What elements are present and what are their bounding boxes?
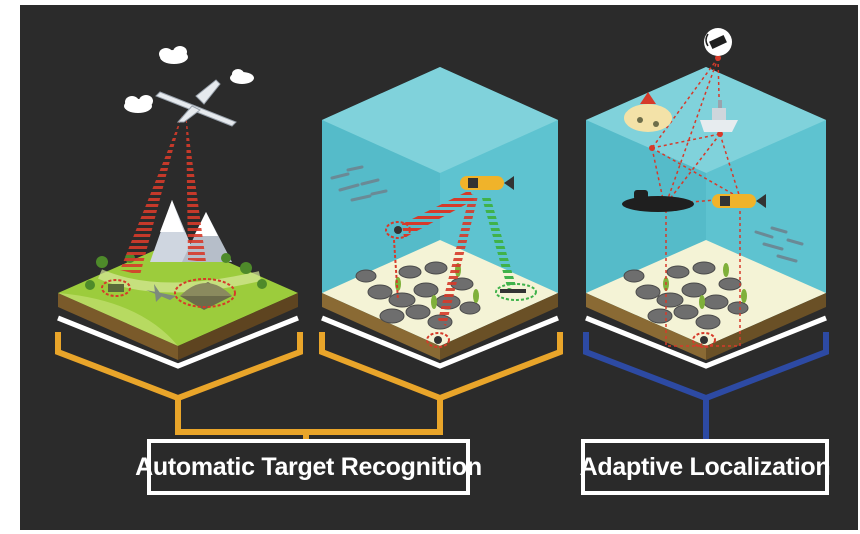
auv-icon [460,176,514,190]
seaweed-icon [663,263,747,309]
drone-icon [155,79,237,127]
target-vehicle-icon [101,279,131,297]
drone-beam [120,115,206,275]
label-automatic-target-recognition: Automatic Target Recognition [135,439,482,495]
connector-right-white [585,315,827,369]
connector-left-white [57,315,559,369]
fish-school-icon [330,165,388,202]
auv-icon [712,194,766,208]
label-text: Adaptive Localization [579,452,831,481]
sonar-beam [402,190,516,326]
land-tile [58,240,298,360]
fighter-jet-icon [146,284,176,302]
rock-icon [623,261,749,330]
connector-right [583,332,829,442]
island-icon [624,92,672,132]
hangar-icon [174,278,236,310]
label-adaptive-localization: Adaptive Localization [579,439,831,495]
label-text: Automatic Target Recognition [135,452,482,481]
mine-icon [385,221,537,348]
mine-icon [692,332,716,348]
connector-left [55,332,563,442]
submarine-icon [622,190,694,212]
satellite-icon [704,28,732,56]
fish-school-icon [754,226,804,263]
ship-icon [700,100,738,132]
cloud-icon [124,46,254,113]
